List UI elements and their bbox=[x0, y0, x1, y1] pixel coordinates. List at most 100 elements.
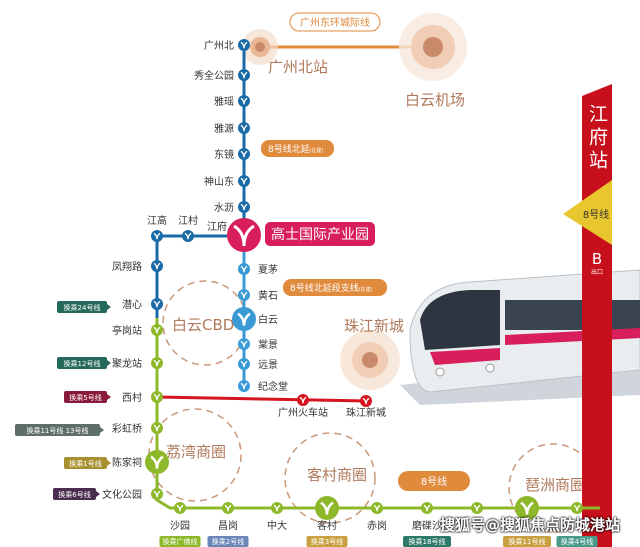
station-glyph bbox=[184, 232, 192, 240]
banner-station: 江府站 bbox=[586, 104, 608, 173]
station-白云[interactable]: 白云 bbox=[232, 307, 278, 331]
station-棠景[interactable]: 棠景 bbox=[238, 338, 278, 351]
liwan-area-label: 荔湾商圈 bbox=[166, 443, 226, 461]
station-label: 珠江新城 bbox=[346, 406, 386, 419]
transfer-tag-label: 换乘11号线 bbox=[509, 537, 546, 546]
transfer-tag: 换乘广佛线 bbox=[159, 536, 201, 547]
station-glyph bbox=[240, 97, 248, 105]
transfer-tag: 换乘12号线 bbox=[57, 357, 111, 369]
station-潜心[interactable]: 潜心 bbox=[122, 298, 163, 311]
jiangfu-banner bbox=[563, 84, 612, 547]
station-bottom-8[interactable] bbox=[571, 502, 583, 514]
station-label: 雅瑶 bbox=[214, 95, 234, 108]
station-江村[interactable]: 江村 bbox=[178, 214, 198, 242]
station-神山东[interactable]: 神山东 bbox=[204, 175, 250, 188]
station-label: 广州火车站 bbox=[278, 406, 328, 419]
transfer-tag: 换乘24号线 bbox=[57, 301, 111, 313]
zhujiang-area-icon bbox=[340, 330, 400, 390]
intercity-label: 广州东环城际线 bbox=[300, 16, 370, 29]
station-label: 秀全公园 bbox=[194, 69, 234, 82]
station-label: 西村 bbox=[122, 391, 142, 404]
station-bottom-6[interactable] bbox=[471, 502, 483, 514]
station-glyph bbox=[320, 501, 334, 515]
station-glyph bbox=[240, 203, 248, 211]
station-glyph bbox=[299, 396, 307, 404]
station-glyph bbox=[373, 504, 381, 512]
transfer-tag-label: 换乘3号线 bbox=[311, 537, 343, 546]
station-label: 江村 bbox=[178, 214, 198, 227]
station-label: 昌岗 bbox=[218, 520, 238, 532]
station-文化公园[interactable]: 文化公园 bbox=[102, 488, 163, 501]
station-label: 广州北 bbox=[204, 40, 234, 52]
station-广州北[interactable]: 广州北 bbox=[204, 39, 250, 52]
transfer-tag-label: 换乘24号线 bbox=[64, 303, 101, 312]
station-珠江新城[interactable]: 珠江新城 bbox=[346, 395, 386, 419]
station-江高[interactable]: 江高 bbox=[147, 214, 167, 242]
transfer-tag: 换乘6号线 bbox=[53, 488, 100, 500]
transfer-tag-label: 换乘12号线 bbox=[64, 359, 101, 368]
station-glyph bbox=[240, 177, 248, 185]
station-label: 凤翔路 bbox=[112, 260, 142, 273]
station-glyph bbox=[362, 397, 370, 405]
guangzhou-north-station-icon bbox=[242, 29, 278, 65]
line8-pill bbox=[398, 471, 470, 491]
station-glyph bbox=[150, 455, 164, 469]
transfer-tag: 换乘11号线 bbox=[503, 536, 551, 547]
baiyun-cbd-label: 白云CBD bbox=[172, 316, 234, 334]
station-远景[interactable]: 远景 bbox=[238, 358, 278, 371]
station-夏茅[interactable]: 夏茅 bbox=[238, 263, 278, 276]
station-磨碟沙[interactable]: 磨碟沙 bbox=[412, 502, 442, 532]
station-glyph bbox=[473, 504, 481, 512]
station-凤翔路[interactable]: 凤翔路 bbox=[112, 260, 163, 273]
station-西村[interactable]: 西村 bbox=[122, 391, 163, 404]
station-东镜[interactable]: 东镜 bbox=[214, 148, 250, 161]
watermark: 搜狐号@搜狐焦点防城港站 bbox=[440, 516, 621, 534]
station-赤岗[interactable]: 赤岗 bbox=[367, 502, 387, 532]
station-label: 白云 bbox=[258, 313, 278, 326]
station-label: 江高 bbox=[147, 214, 167, 227]
station-聚龙站[interactable]: 聚龙站 bbox=[112, 357, 163, 370]
station-glyph bbox=[224, 504, 232, 512]
station-昌岗[interactable]: 昌岗 bbox=[218, 502, 238, 532]
transfer-tag-label: 换乘2号线 bbox=[212, 537, 244, 546]
transfer-tag-label: 换乘广佛线 bbox=[163, 537, 198, 546]
transfer-tag: 换乘1号线 bbox=[64, 457, 111, 469]
banner-line: 8号线 bbox=[583, 208, 609, 221]
kecun-area bbox=[284, 432, 376, 524]
branch-label: 8号线北延段支线(在建) bbox=[290, 282, 373, 294]
kecun-area-label: 客村商圈 bbox=[307, 466, 367, 484]
station-label: 纪念堂 bbox=[258, 380, 288, 393]
station-glyph bbox=[240, 291, 248, 299]
station-label: 东镜 bbox=[214, 148, 234, 161]
station-glyph bbox=[240, 71, 248, 79]
station-亭岗站[interactable]: 亭岗站 bbox=[112, 324, 163, 337]
branch-pill bbox=[283, 279, 387, 296]
banner-exit-label: 出口 bbox=[591, 268, 603, 276]
station-纪念堂[interactable]: 纪念堂 bbox=[238, 380, 288, 393]
station-沙园[interactable]: 沙园 bbox=[170, 502, 190, 532]
station-水沥[interactable]: 水沥 bbox=[214, 201, 250, 214]
station-客村[interactable]: 客村 bbox=[315, 496, 339, 532]
station-glyph bbox=[240, 124, 248, 132]
station-bottom-7[interactable] bbox=[515, 496, 539, 520]
station-秀全公园[interactable]: 秀全公园 bbox=[194, 69, 250, 82]
station-广州火车站[interactable]: 广州火车站 bbox=[278, 394, 328, 419]
station-glyph bbox=[176, 504, 184, 512]
station-陈家祠[interactable]: 陈家祠 bbox=[112, 450, 169, 474]
station-glyph bbox=[153, 490, 161, 498]
north-ext-label: 8号线北延(在建) bbox=[268, 143, 324, 155]
station-中大[interactable]: 中大 bbox=[267, 502, 287, 532]
station-label: 雅源 bbox=[214, 122, 234, 135]
station-glyph bbox=[273, 504, 281, 512]
hub-label-box bbox=[265, 222, 375, 246]
station-label: 客村 bbox=[317, 519, 337, 532]
station-label: 夏茅 bbox=[258, 264, 278, 276]
station-彩虹桥[interactable]: 彩虹桥 bbox=[112, 422, 163, 435]
station-雅源[interactable]: 雅源 bbox=[214, 122, 250, 135]
station-雅瑶[interactable]: 雅瑶 bbox=[214, 95, 250, 108]
station-glyph bbox=[240, 265, 248, 273]
transfer-tag-label: 换乘6号线 bbox=[58, 490, 90, 499]
station-glyph bbox=[153, 359, 161, 367]
station-glyph bbox=[153, 262, 161, 270]
station-黄石[interactable]: 黄石 bbox=[238, 289, 278, 302]
